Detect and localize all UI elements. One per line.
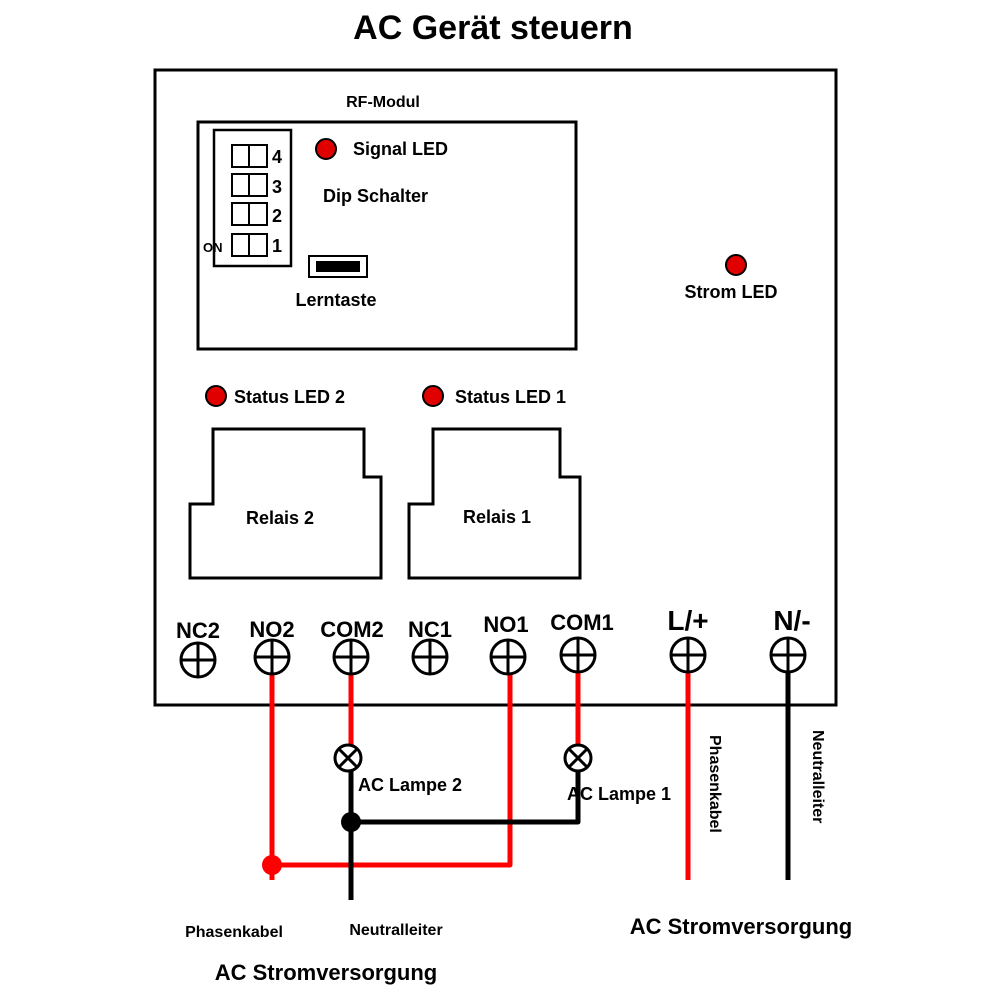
terminal-com2: [332, 638, 370, 676]
terminal-no1: [489, 638, 527, 676]
screw-terminals: [179, 636, 807, 679]
status-led-1: [422, 385, 444, 407]
terminal-l: [669, 636, 707, 674]
dip-position-4: 4: [272, 147, 282, 167]
terminal-nc2: [179, 641, 217, 679]
power-led-label: Strom LED: [684, 282, 777, 302]
rf-module-label: RF-Modul: [346, 94, 420, 111]
lamp-1-icon: [563, 743, 593, 773]
terminal-com1-label: COM1: [550, 610, 614, 635]
rf-module: [196, 120, 578, 351]
terminal-n-label: N/-: [773, 605, 810, 636]
phase-junction: [262, 855, 282, 875]
dip-position-3: 3: [272, 177, 282, 197]
terminal-no1-label: NO1: [483, 612, 528, 637]
dip-switch-slots: [231, 144, 268, 257]
terminal-n: [769, 636, 807, 674]
terminal-no2-label: NO2: [249, 617, 294, 642]
right-neutral-label: Neutralleiter: [809, 730, 826, 823]
terminal-com1: [559, 636, 597, 674]
right-supply-label: AC Stromversorgung: [630, 914, 852, 939]
learn-button-label: Lerntaste: [295, 290, 376, 310]
terminal-nc1-label: NC1: [408, 617, 452, 642]
lamp-2-label: AC Lampe 2: [358, 775, 462, 795]
terminal-l-label: L/+: [667, 605, 708, 636]
status-led-1-label: Status LED 1: [455, 387, 566, 407]
controller-board: [153, 68, 838, 707]
neutral-wires: [348, 657, 791, 900]
neutral-junction: [341, 812, 361, 832]
left-supply-label: AC Stromversorgung: [215, 960, 437, 985]
relay-1-label: Relais 1: [463, 507, 531, 527]
right-phase-label: Phasenkabel: [706, 735, 723, 833]
terminal-nc1: [411, 638, 449, 676]
terminal-no2: [253, 638, 291, 676]
dip-switch-label: Dip Schalter: [323, 186, 428, 206]
dip-position-2: 2: [272, 206, 282, 226]
phase-wires: [269, 657, 691, 880]
terminal-nc2-label: NC2: [176, 618, 220, 643]
relay-2: [188, 427, 383, 580]
status-led-2-label: Status LED 2: [234, 387, 345, 407]
relay-2-label: Relais 2: [246, 508, 314, 528]
signal-led-label: Signal LED: [353, 139, 448, 159]
left-phase-label: Phasenkabel: [185, 924, 283, 941]
terminal-com2-label: COM2: [320, 617, 384, 642]
relay-1: [407, 427, 582, 580]
learn-button: [308, 255, 368, 278]
dip-on-label: ON: [203, 240, 223, 255]
left-neutral-label: Neutralleiter: [349, 922, 442, 939]
status-led-2: [205, 385, 227, 407]
lamp-1-label: AC Lampe 1: [567, 784, 671, 804]
power-led: [725, 254, 747, 276]
diagram-title: AC Gerät steuern: [353, 9, 633, 47]
signal-led: [315, 138, 337, 160]
dip-position-1: 1: [272, 236, 282, 256]
lamp-2-icon: [333, 743, 363, 773]
